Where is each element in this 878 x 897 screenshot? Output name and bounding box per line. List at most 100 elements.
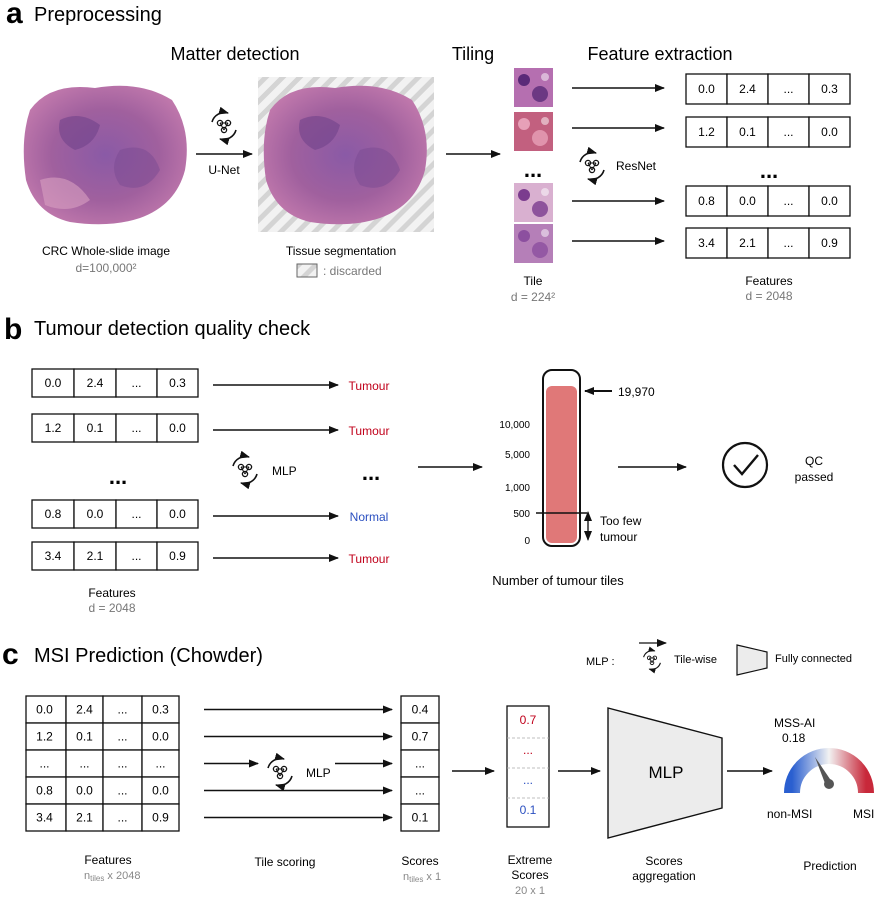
extreme-dimension: 20 x 1 xyxy=(515,885,545,897)
feature-extraction-title: Feature extraction xyxy=(587,44,732,64)
tile-scoring-arrows xyxy=(204,705,393,822)
too-few-label-2: tumour xyxy=(600,530,637,544)
matter-detection-title: Matter detection xyxy=(170,44,299,64)
vector-cell-value: 2.1 xyxy=(87,549,104,563)
vector-cell-value: 0.1 xyxy=(87,421,104,435)
gauge-tick-label: 1,000 xyxy=(505,483,530,494)
gauge-caption: Number of tumour tiles xyxy=(492,573,624,588)
vector-cell-value: 0.9 xyxy=(169,549,186,563)
panel-b-title: Tumour detection quality check xyxy=(34,318,311,340)
vector-cell-value: ... xyxy=(131,507,141,521)
vector-cell-value: 0.3 xyxy=(169,376,186,390)
classification-output-label: Tumour xyxy=(349,379,390,393)
vector-cell xyxy=(808,73,851,105)
vector-cell-value: 1.2 xyxy=(698,125,715,139)
vector-cell xyxy=(726,116,769,148)
vector-cell-value: ... xyxy=(131,421,141,435)
gauge-tick-label: 10,000 xyxy=(499,420,530,431)
scores-dimension: ntiles x 1 xyxy=(403,871,441,884)
legend-mlp-icon xyxy=(644,651,661,670)
tile-to-feature-arrows xyxy=(572,84,665,245)
features-dimension-c: ntiles x 2048 xyxy=(84,870,140,883)
msi-gauge xyxy=(784,748,874,794)
qc-label-2: passed xyxy=(795,470,834,484)
gauge-tick-label: 0 xyxy=(524,536,530,547)
resnet-label: ResNet xyxy=(616,159,657,173)
vector-cell-value: ... xyxy=(783,125,793,139)
vector-cell-value: 0.0 xyxy=(698,82,715,96)
matrix-cell-value: 0.1 xyxy=(76,730,93,744)
features-caption-c: Features xyxy=(84,853,131,867)
score-cell xyxy=(400,722,440,751)
classification-output-label: Normal xyxy=(350,510,389,524)
seg-caption: Tissue segmentation xyxy=(286,244,396,258)
vector-cell xyxy=(73,499,117,529)
tile-image xyxy=(514,68,553,107)
prediction-caption: Prediction xyxy=(803,859,856,873)
matrix-cell xyxy=(102,776,143,805)
vector-cell-value: 0.0 xyxy=(739,194,756,208)
discarded-label: : discarded xyxy=(323,264,382,278)
feature-dots-b: ... xyxy=(109,464,127,489)
matrix-cell xyxy=(65,749,104,778)
matrix-cell xyxy=(141,803,180,832)
gauge-needle xyxy=(815,757,832,786)
scores-column: 0.40.7......0.1 xyxy=(400,695,440,832)
vector-cell xyxy=(156,368,199,398)
vector-cell-value: ... xyxy=(131,376,141,390)
vector-cell xyxy=(156,413,199,443)
classification-output-label: Tumour xyxy=(349,424,390,438)
tile-dimension: d = 224² xyxy=(511,290,555,304)
panel-c-title: MSI Prediction (Chowder) xyxy=(34,645,263,667)
vector-cell-value: 0.0 xyxy=(821,125,838,139)
non-msi-label: non-MSI xyxy=(767,807,812,821)
vector-cell-value: 0.8 xyxy=(45,507,62,521)
aggregation-caption-1: Scores xyxy=(645,854,682,868)
legend-fc-icon xyxy=(736,644,768,676)
mlp-icon-b xyxy=(233,457,257,484)
vector-cell xyxy=(31,368,75,398)
wsi-dimension: d=100,000² xyxy=(75,261,136,275)
matrix-cell-value: 3.4 xyxy=(36,811,53,825)
extreme-score-value: 0.1 xyxy=(520,803,537,817)
panel-a-letter: a xyxy=(6,0,23,30)
too-few-label-1: Too few xyxy=(600,514,642,528)
vector-cell-value: 3.4 xyxy=(698,236,715,250)
vector-cell xyxy=(726,227,769,259)
tile-scoring-caption: Tile scoring xyxy=(255,855,316,869)
extreme-score-value: ... xyxy=(523,773,533,787)
classification-output-label: Tumour xyxy=(349,552,390,566)
vector-cell xyxy=(808,116,851,148)
legend-tilewise-label: Tile-wise xyxy=(674,654,717,666)
discarded-swatch xyxy=(296,263,318,278)
score-value: 0.4 xyxy=(412,703,429,717)
vector-cell-value: ... xyxy=(783,236,793,250)
vector-cell-value: 0.3 xyxy=(821,82,838,96)
matrix-cell-value: ... xyxy=(117,730,127,744)
score-cell xyxy=(400,749,440,778)
matrix-cell xyxy=(102,803,143,832)
vector-cell-value: 0.8 xyxy=(698,194,715,208)
panel-a: a Preprocessing Matter detection Tiling … xyxy=(6,0,851,304)
matrix-cell xyxy=(25,695,67,724)
score-cell xyxy=(400,803,440,832)
vector-cell-value: ... xyxy=(131,549,141,563)
features-caption-a: Features xyxy=(745,274,792,288)
matrix-cell-value: ... xyxy=(155,757,165,771)
matrix-cell-value: 2.4 xyxy=(76,703,93,717)
tile-caption: Tile xyxy=(524,274,543,288)
vector-cell xyxy=(685,227,728,259)
qc-label-1: QC xyxy=(805,454,823,468)
panel-c-letter: c xyxy=(2,638,19,671)
mlp-label-b: MLP xyxy=(272,464,297,478)
gauge-tick-label: 500 xyxy=(513,509,530,520)
